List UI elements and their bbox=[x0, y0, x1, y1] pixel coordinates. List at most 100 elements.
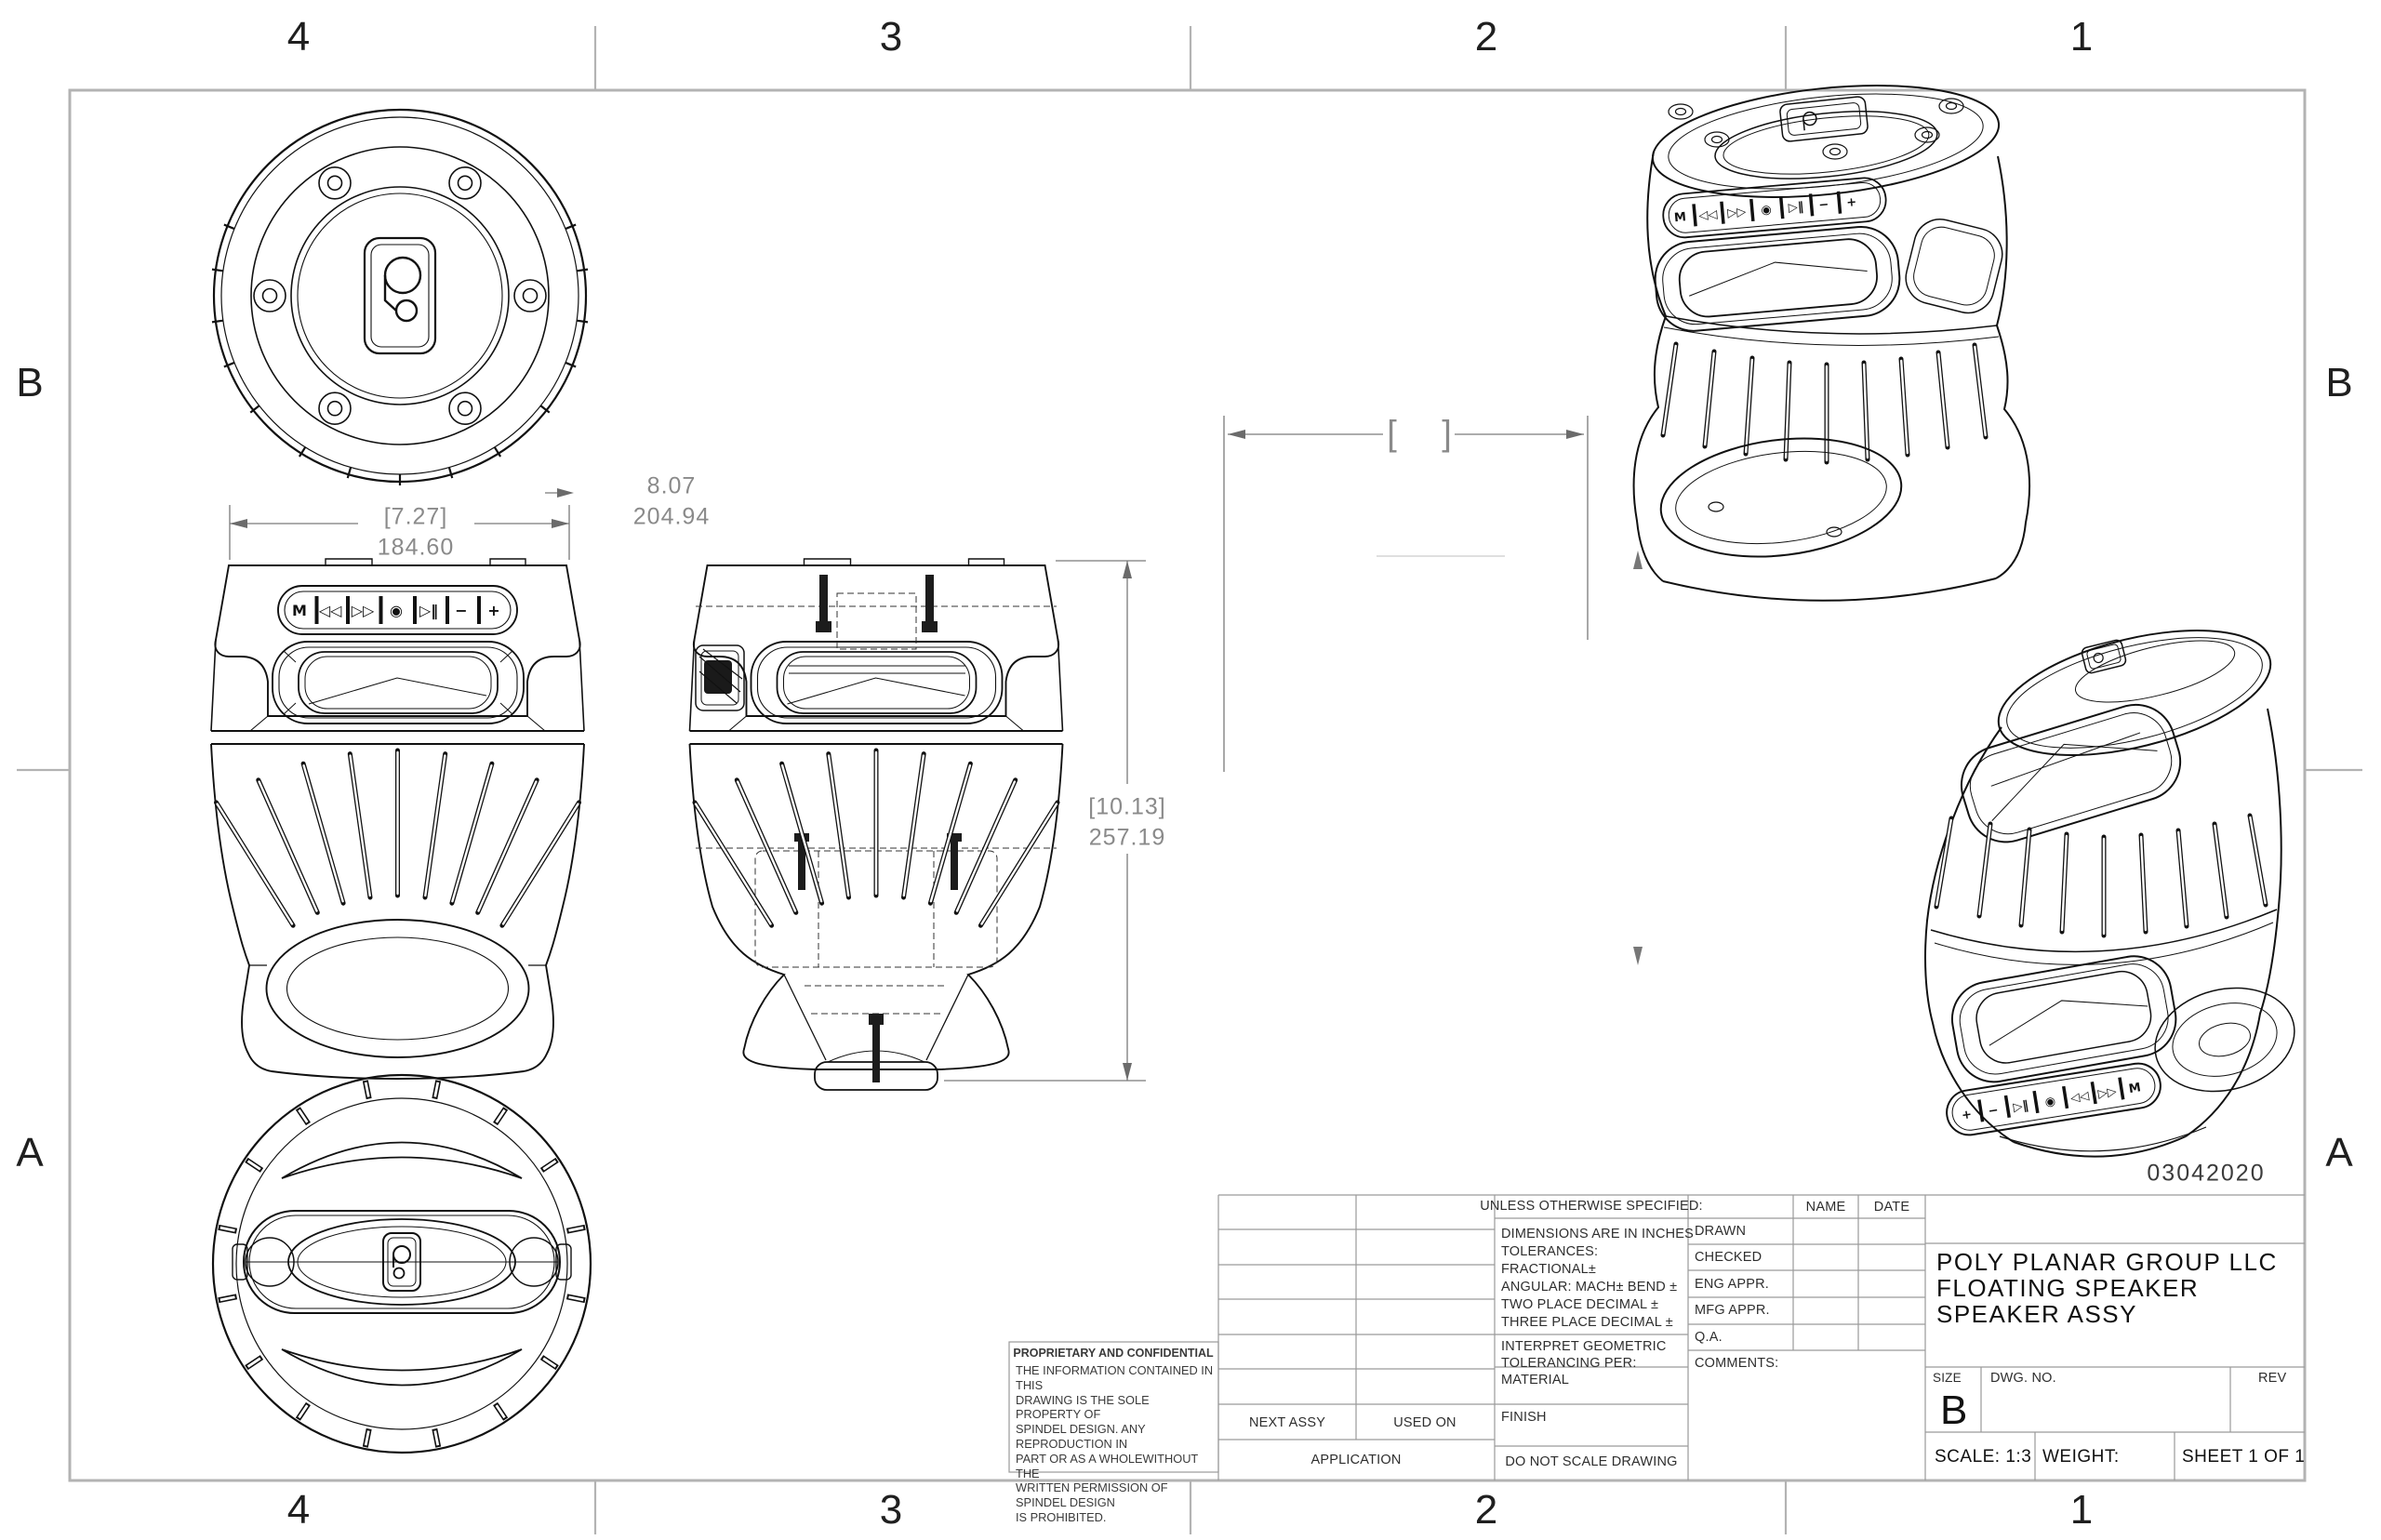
base-recess bbox=[265, 919, 530, 1058]
do-not-scale-label: DO NOT SCALE DRAWING bbox=[1505, 1454, 1678, 1469]
used-on-label: USED ON bbox=[1393, 1415, 1457, 1430]
iso-btn-vol-down-icon: − bbox=[1818, 198, 1829, 213]
dim-reference-empty bbox=[1223, 416, 1589, 772]
handle-front bbox=[272, 641, 525, 724]
btn-play-pause-icon: ▷‖ bbox=[419, 602, 438, 620]
mfg-appr-label: MFG APPR. bbox=[1695, 1303, 1770, 1318]
application-label: APPLICATION bbox=[1310, 1453, 1402, 1467]
checked-label: CHECKED bbox=[1695, 1250, 1762, 1265]
iso-btn-power-icon: ◉ bbox=[1761, 203, 1773, 218]
isob-btn-next-icon: ▷▷ bbox=[2097, 1084, 2118, 1101]
speaker-recess-iso-bottom bbox=[2154, 987, 2295, 1093]
company-name: POLY PLANAR GROUP LLC bbox=[1936, 1248, 2278, 1276]
iso-btn-mode-icon: M bbox=[1673, 210, 1686, 225]
zone-row-left-A: A bbox=[16, 1130, 44, 1175]
handle-iso-top bbox=[1654, 226, 1901, 332]
weight-label: WEIGHT: bbox=[2042, 1447, 2120, 1467]
top-view bbox=[210, 108, 590, 487]
unless-otherwise-label: UNLESS OTHERWISE SPECIFIED: bbox=[1480, 1199, 1703, 1214]
dim-depth bbox=[545, 488, 574, 498]
finish-label: FINISH bbox=[1501, 1410, 1547, 1425]
scale-value: SCALE: 1:3 bbox=[1935, 1447, 2032, 1467]
brand-logo-glyph bbox=[383, 256, 422, 323]
eng-appr-label: ENG APPR. bbox=[1695, 1277, 1769, 1292]
dim-ref-bracket-open: [ bbox=[1387, 414, 1398, 454]
isob-btn-vol-up-icon: + bbox=[1961, 1108, 1973, 1123]
iso-btn-prev-icon: ◁◁ bbox=[1698, 207, 1718, 223]
dim-ref-bracket-close: ] bbox=[1442, 414, 1453, 454]
date-stamp: 03042020 bbox=[2147, 1160, 2266, 1187]
dwg-no-label: DWG. NO. bbox=[1990, 1371, 2056, 1386]
handle-side bbox=[750, 641, 1004, 724]
grille-slots-iso-top bbox=[1660, 341, 1989, 465]
zone-col-top-2: 2 bbox=[1474, 14, 1498, 60]
isob-btn-prev-icon: ◁◁ bbox=[2069, 1089, 2090, 1106]
fasteners bbox=[794, 575, 962, 1082]
product-name: FLOATING SPEAKER bbox=[1936, 1274, 2200, 1302]
base-recess-iso-top bbox=[1659, 437, 1903, 558]
proprietary-heading: PROPRIETARY AND CONFIDENTIAL bbox=[1013, 1347, 1214, 1360]
isob-btn-power-icon: ◉ bbox=[2044, 1095, 2057, 1110]
brand-logo-iso-bottom bbox=[2081, 639, 2127, 674]
assembly-name: SPEAKER ASSY bbox=[1936, 1300, 2137, 1328]
next-assy-label: NEXT ASSY bbox=[1248, 1415, 1326, 1430]
zone-col-bottom-3: 3 bbox=[879, 1487, 903, 1533]
tolerancing-per-label: TOLERANCING PER: bbox=[1501, 1356, 1637, 1371]
isob-btn-mode-icon: M bbox=[2128, 1081, 2142, 1096]
sheet-frame bbox=[17, 26, 2362, 1534]
grille-slots-side bbox=[692, 748, 1060, 928]
bottom-view bbox=[211, 1073, 592, 1454]
isob-btn-vol-down-icon: − bbox=[1988, 1104, 2000, 1120]
iso-btn-play-icon: ▷‖ bbox=[1788, 200, 1804, 215]
control-panel: M ◁◁ ▷▷ ◉ ▷‖ − + bbox=[277, 585, 518, 635]
zone-row-right-A: A bbox=[2325, 1130, 2353, 1175]
control-panel-iso-bottom: + − ▷‖ ◉ ◁◁ ▷▷ M bbox=[1946, 1062, 2162, 1136]
btn-prev-icon: ◁◁ bbox=[318, 602, 342, 619]
zone-col-top-4: 4 bbox=[286, 14, 311, 60]
iso-btn-next-icon: ▷▷ bbox=[1727, 206, 1747, 221]
brand-logo bbox=[363, 236, 437, 355]
tolerance-notes: DIMENSIONS ARE IN INCHES TOLERANCES: FRA… bbox=[1501, 1227, 1695, 1330]
btn-next-icon: ▷▷ bbox=[352, 602, 375, 619]
rev-label: REV bbox=[2258, 1371, 2287, 1386]
zone-row-right-B: B bbox=[2325, 360, 2353, 405]
brand-logo-bottom bbox=[382, 1232, 421, 1292]
zone-row-left-B: B bbox=[16, 360, 44, 405]
zone-col-bottom-2: 2 bbox=[1474, 1487, 1498, 1533]
title-block-lines bbox=[1008, 1194, 2305, 1480]
iso-view-top: M ◁◁ ▷▷ ◉ ▷‖ − + bbox=[1632, 85, 2031, 602]
size-label: SIZE bbox=[1933, 1371, 1962, 1385]
rim-ticks bbox=[210, 223, 590, 487]
material-label: MATERIAL bbox=[1501, 1373, 1570, 1387]
dim-depth-inches: 8.07 bbox=[646, 472, 697, 499]
section-arrows bbox=[1633, 551, 1643, 965]
drawn-label: DRAWN bbox=[1695, 1224, 1747, 1239]
date-header: DATE bbox=[1873, 1200, 1910, 1215]
dim-width-inches: [7.27] bbox=[383, 503, 448, 530]
iso-btn-vol-up-icon: + bbox=[1846, 195, 1857, 210]
zone-col-top-1: 1 bbox=[2069, 14, 2094, 60]
isob-btn-play-icon: ▷‖ bbox=[2013, 1098, 2030, 1114]
sheet-number: SHEET 1 OF 1 bbox=[2182, 1447, 2306, 1467]
connector-detail bbox=[695, 644, 745, 711]
dim-width bbox=[229, 505, 570, 560]
btn-vol-down-icon: − bbox=[455, 602, 467, 619]
handle-iso-bottom-lower bbox=[1950, 955, 2177, 1083]
grille-slots-iso-bottom bbox=[1934, 813, 2268, 938]
control-panel-iso-top: M ◁◁ ▷▷ ◉ ▷‖ − + bbox=[1662, 177, 1887, 239]
proprietary-note: THE INFORMATION CONTAINED IN THIS DRAWIN… bbox=[1016, 1363, 1214, 1524]
dim-depth-mm: 204.94 bbox=[632, 503, 711, 530]
zone-col-top-3: 3 bbox=[879, 14, 903, 60]
name-header: NAME bbox=[1805, 1200, 1846, 1215]
comments-label: COMMENTS: bbox=[1695, 1356, 1779, 1371]
btn-mode-icon: M bbox=[292, 602, 307, 619]
front-view: M ◁◁ ▷▷ ◉ ▷‖ − + bbox=[210, 558, 585, 1080]
size-value: B bbox=[1940, 1387, 1968, 1433]
grille-slots-front bbox=[214, 748, 581, 928]
qa-label: Q.A. bbox=[1695, 1330, 1723, 1345]
btn-power-icon: ◉ bbox=[390, 602, 403, 619]
dimensions bbox=[229, 416, 1643, 1082]
dim-height bbox=[944, 560, 1146, 1082]
